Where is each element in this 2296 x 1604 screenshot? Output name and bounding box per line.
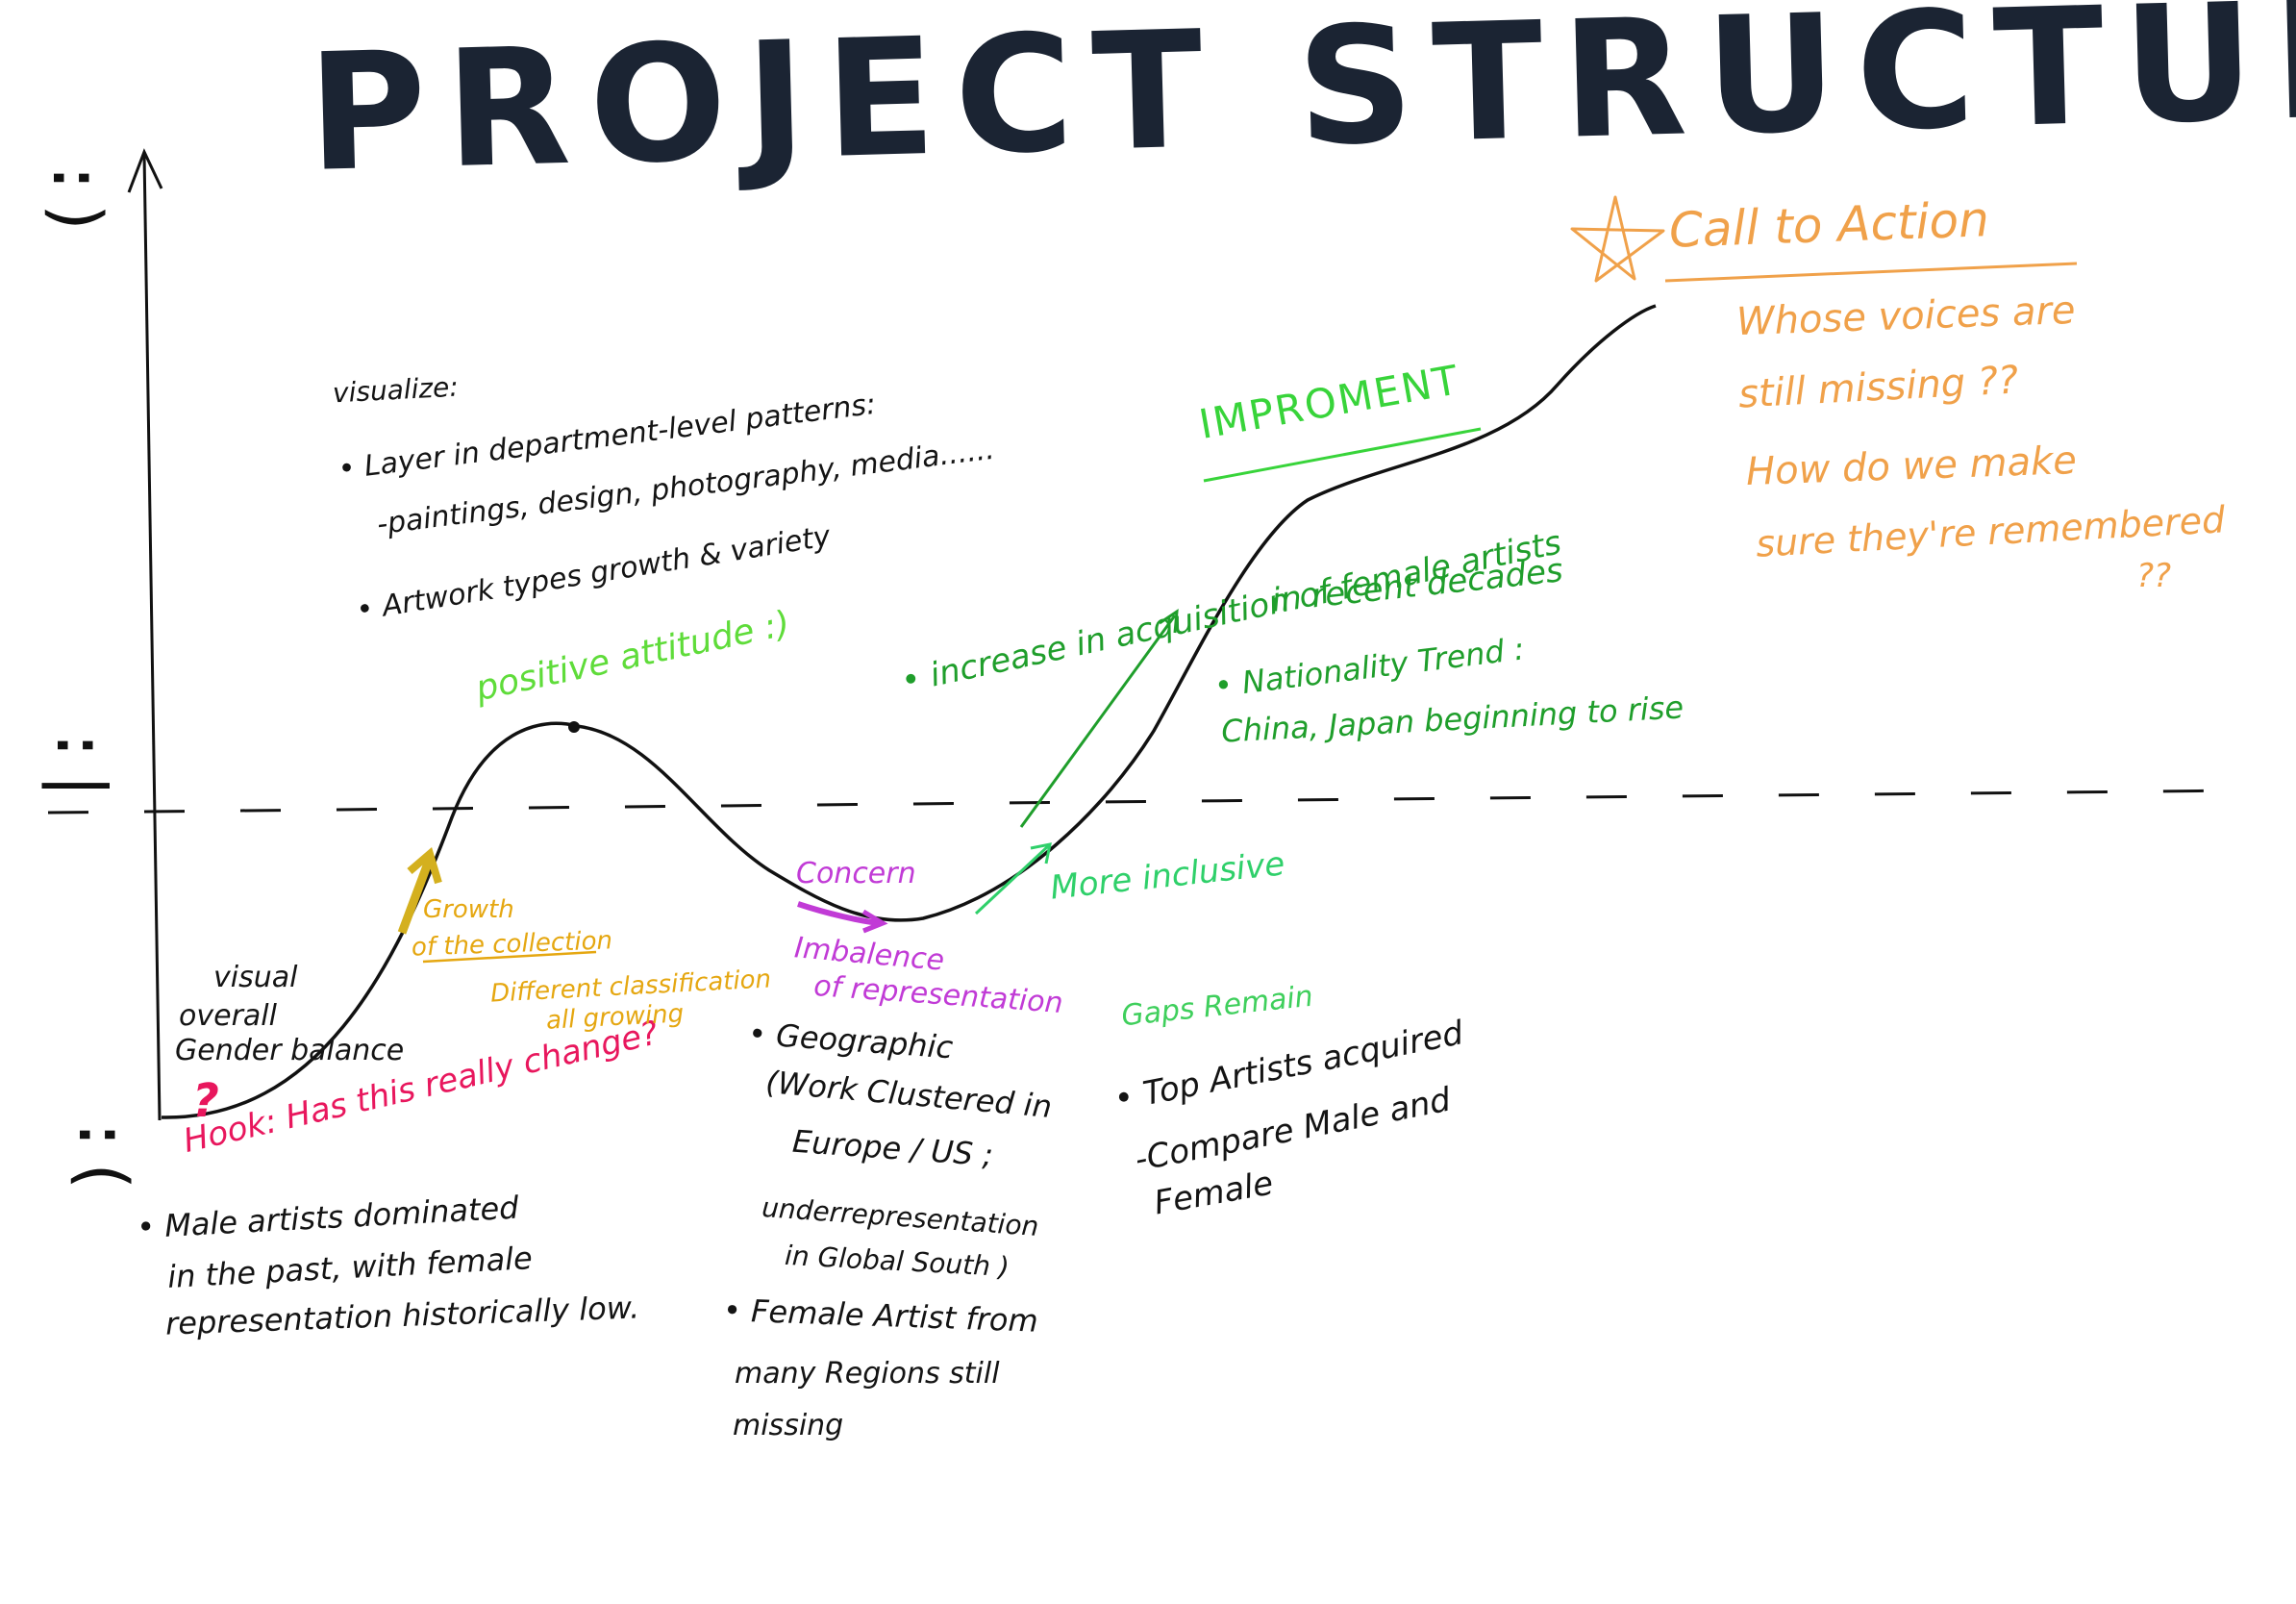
- improvement-underline: [1203, 427, 1482, 483]
- sad-face-icon: :(: [63, 1114, 143, 1196]
- growth-underline: [422, 950, 597, 964]
- y-axis-arrowhead: [127, 148, 163, 193]
- visualize-heading: visualize:: [332, 370, 460, 410]
- curve-peak-dot: [568, 721, 580, 733]
- visual-overall-label-1: visual: [213, 961, 298, 994]
- neutral-face-icon: :|: [41, 724, 121, 807]
- inclusive-arrowhead: [1030, 842, 1052, 865]
- neutral-dashed-line: [47, 789, 2246, 815]
- happy-face-icon: :): [37, 157, 117, 239]
- journey-curve: [161, 304, 1657, 1119]
- hook-question-mark: ?: [192, 1074, 219, 1128]
- increase-arrowhead: [1159, 609, 1179, 634]
- inclusive-arrow: [974, 844, 1050, 915]
- visual-overall-label-2: overall: [179, 999, 277, 1033]
- female-missing-3: missing: [733, 1409, 844, 1442]
- growth-arrow: [397, 859, 434, 935]
- increase-arrow: [1019, 614, 1177, 828]
- concern-label: Concern: [796, 857, 916, 890]
- visual-overall-label-3: Gender balance: [175, 1034, 405, 1067]
- call-underline: [1664, 262, 2078, 283]
- concern-arrow: [797, 901, 881, 926]
- call-question-5: ??: [2136, 557, 2172, 595]
- concern-arrowhead: [861, 909, 888, 934]
- star-icon: [1570, 195, 1665, 283]
- growth-label-1: Growth: [423, 895, 514, 924]
- female-missing-2: many Regions still: [735, 1357, 1000, 1391]
- call-to-action-label: Call to Action: [1668, 191, 1990, 259]
- y-axis: [142, 153, 162, 1121]
- growth-arrowhead: [407, 846, 442, 885]
